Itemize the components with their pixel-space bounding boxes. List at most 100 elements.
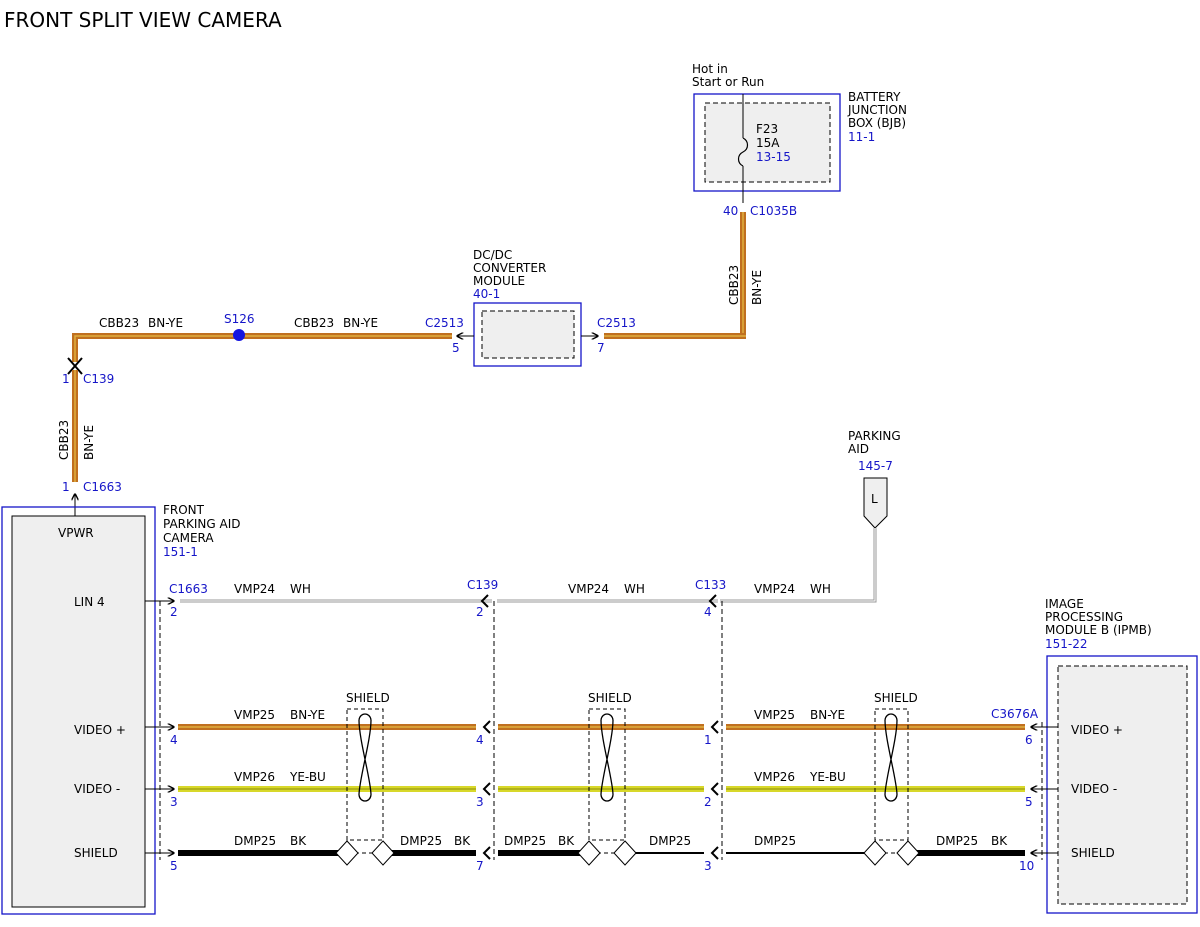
- top-run-seg1-color: BN-YE: [148, 316, 183, 330]
- camera-pin-video-minus: VIDEO -: [74, 782, 120, 796]
- c139-left-pin: 1: [62, 372, 70, 386]
- shield-terminal-3a: [863, 840, 887, 866]
- shield-pin-cam: 5: [170, 859, 178, 873]
- video-plus-c133-arrow: [710, 720, 719, 734]
- lin-seg1-color: WH: [290, 582, 311, 596]
- camera-pin-shield: SHIELD: [74, 846, 118, 860]
- twisted-pair-1: [358, 713, 372, 802]
- fuse-rating: 15A: [756, 136, 780, 150]
- c1663-vpwr-pin: 1: [62, 480, 70, 494]
- shield-terminal-3b: [896, 840, 920, 866]
- video-minus-seg1-circuit: VMP26: [234, 770, 275, 784]
- shield-seg6-circuit: DMP25: [936, 834, 978, 848]
- video-minus-pin-c133: 2: [704, 795, 712, 809]
- top-run-seg2-circuit: CBB23: [294, 316, 334, 330]
- shield-c133-arrow: [710, 846, 719, 860]
- twisted-pair-2: [600, 713, 614, 802]
- parking-aid-label-line1: PARKING: [848, 429, 901, 443]
- video-minus-c133-arrow: [710, 782, 719, 796]
- connector-c1663: C1663: [169, 582, 208, 596]
- camera-label-line2: PARKING AID: [163, 517, 241, 531]
- parking-aid-symbol-letter: L: [871, 492, 878, 506]
- page-title: FRONT SPLIT VIEW CAMERA: [4, 8, 282, 32]
- shield-seg6-color: BK: [991, 834, 1008, 848]
- video-minus-seg3-color: YE-BU: [809, 770, 846, 784]
- shield-box-3: [874, 708, 909, 841]
- ipmb-pin-video-plus: VIDEO +: [1071, 723, 1123, 737]
- video-minus-seg1-color: YE-BU: [289, 770, 326, 784]
- dcdc-left-pin: 5: [452, 341, 460, 355]
- shield-pin-c133: 3: [704, 859, 712, 873]
- top-run-seg2-color: BN-YE: [343, 316, 378, 330]
- connector-c133: C133: [695, 578, 726, 592]
- video-plus-seg1-circuit: VMP25: [234, 708, 275, 722]
- shield-box-1: [346, 708, 384, 841]
- camera-module-inner: [11, 515, 146, 908]
- video-minus-pin-c139: 3: [476, 795, 484, 809]
- lin-seg3-circuit: VMP24: [754, 582, 795, 596]
- lin-c133-arrow: [708, 594, 717, 608]
- shield-terminal-1b: [371, 840, 395, 866]
- lin-seg1-circuit: VMP24: [234, 582, 275, 596]
- lin-seg3-color: WH: [810, 582, 831, 596]
- bjb-module-inner: [704, 102, 831, 183]
- hot-label-line1: Hot in: [692, 62, 728, 76]
- dcdc-label-line2: CONVERTER: [473, 261, 546, 275]
- bjb-pin: 40: [723, 204, 738, 218]
- bjb-label-line3: BOX (BJB): [848, 116, 906, 130]
- dcdc-module-inner: [481, 310, 575, 359]
- shield-terminal-1a: [335, 840, 359, 866]
- video-plus-c139-arrow: [482, 720, 491, 734]
- lin-pin-c139: 2: [476, 605, 484, 619]
- top-run-wire: [72, 333, 452, 362]
- lin-wire-seg3-core: [720, 528, 876, 602]
- video-plus-seg3-circuit: VMP25: [754, 708, 795, 722]
- video-plus-pin-ipmb: 6: [1025, 733, 1033, 747]
- ipmb-label-line2: PROCESSING: [1045, 610, 1123, 624]
- left-vertical-color: BN-YE: [82, 425, 96, 460]
- parking-aid-ref: 145-7: [858, 459, 893, 473]
- c139-bottom-arrow: [67, 364, 83, 375]
- shield-seg3-color: BK: [558, 834, 575, 848]
- parking-aid-label-line2: AID: [848, 442, 869, 456]
- splice-label: S126: [224, 312, 255, 326]
- ipmb-pin-video-minus: VIDEO -: [1071, 782, 1117, 796]
- video-minus-c139-arrow: [482, 782, 491, 796]
- ipmb-module-inner: [1057, 665, 1188, 905]
- bjb-module-outline: [693, 93, 841, 192]
- lin-seg2-circuit: VMP24: [568, 582, 609, 596]
- bjb-connector: C1035B: [750, 204, 797, 218]
- camera-label-line3: CAMERA: [163, 531, 214, 545]
- connector-c3676a: C3676A: [991, 707, 1039, 721]
- lin-wire-seg3: [720, 528, 877, 603]
- shield-label-2: SHIELD: [588, 691, 632, 705]
- shield-seg3-circuit: DMP25: [504, 834, 546, 848]
- video-plus-pin-c133: 1: [704, 733, 712, 747]
- dcdc-right-pin: 7: [597, 341, 605, 355]
- video-plus-pin-cam: 4: [170, 733, 178, 747]
- left-vertical-circuit: CBB23: [57, 420, 71, 460]
- power-wire-circuit: CBB23: [727, 265, 741, 305]
- shield-seg1-color: BK: [290, 834, 307, 848]
- shield-seg4-circuit: DMP25: [649, 834, 691, 848]
- camera-module-outline: [1, 506, 156, 915]
- parking-aid-connector-symbol: [863, 477, 888, 529]
- shield-terminal-2a: [577, 840, 601, 866]
- top-run-seg1-circuit: CBB23: [99, 316, 139, 330]
- fuse-name: F23: [756, 122, 778, 136]
- fuse-ref: 13-15: [756, 150, 791, 164]
- ipmb-pin-shield: SHIELD: [1071, 846, 1115, 860]
- bjb-label-line2: JUNCTION: [847, 103, 907, 117]
- power-wire-color: BN-YE: [750, 270, 764, 305]
- ipmb-module-outline: [1046, 655, 1198, 914]
- video-plus-pin-c139: 4: [476, 733, 484, 747]
- dcdc-right-connector: C2513: [597, 316, 636, 330]
- shield-pin-ipmb: 10: [1019, 859, 1034, 873]
- camera-label-line1: FRONT: [163, 503, 205, 517]
- dcdc-label-line1: DC/DC: [473, 248, 512, 262]
- shield-label-3: SHIELD: [874, 691, 918, 705]
- camera-pin-lin: LIN 4: [74, 595, 105, 609]
- camera-pin-vpwr: VPWR: [58, 526, 94, 540]
